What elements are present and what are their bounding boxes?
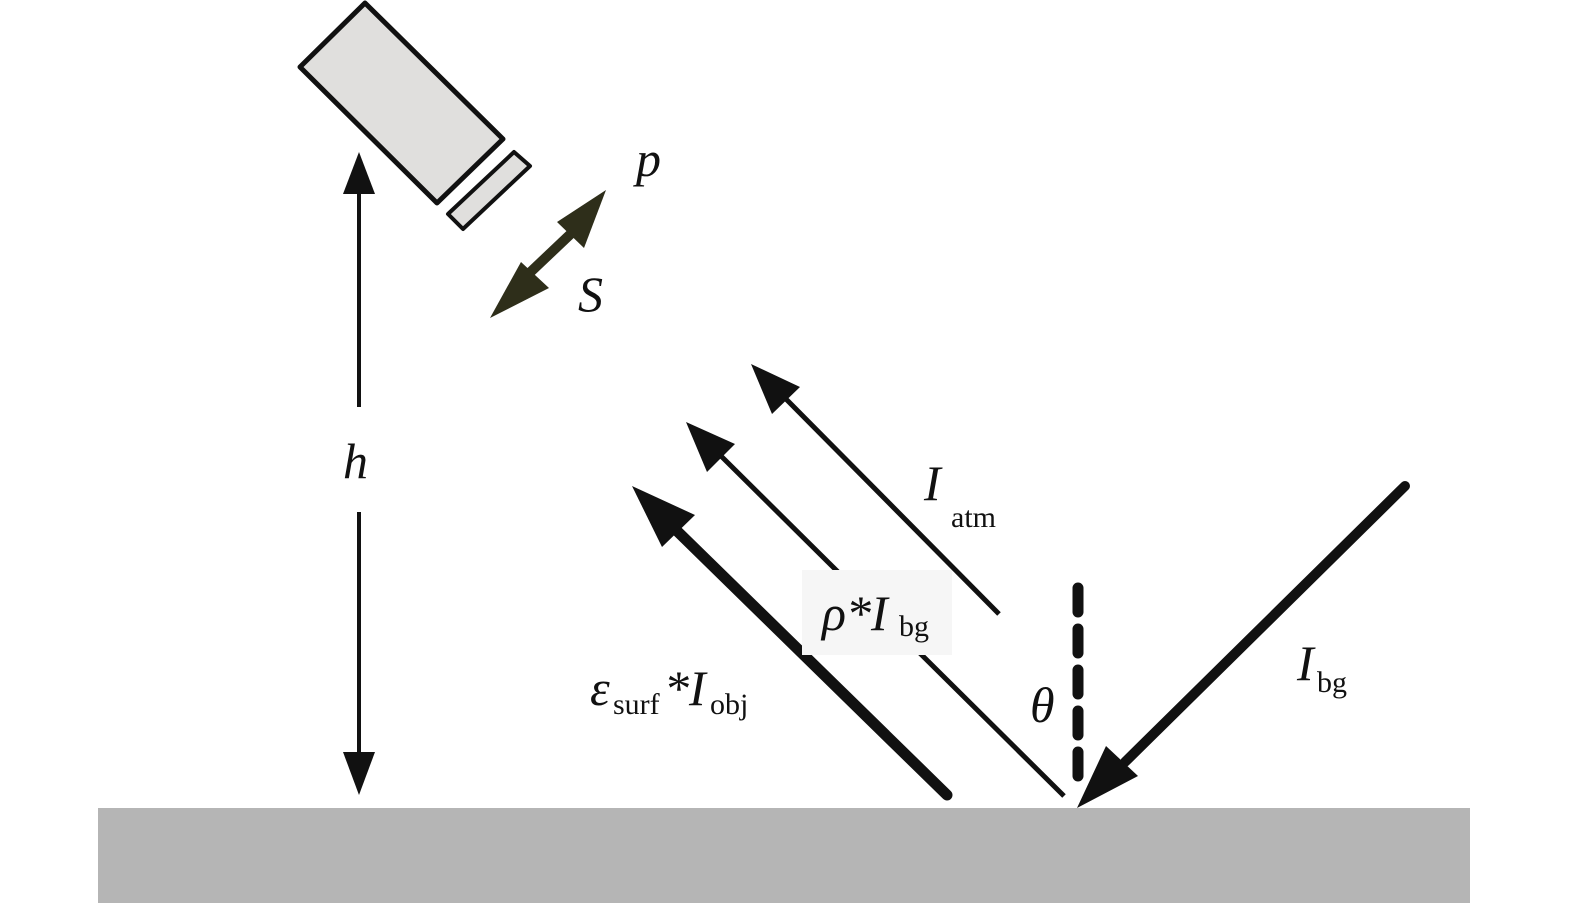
rho-label-box — [802, 570, 952, 655]
label-i-bg-sub: bg — [1317, 666, 1347, 699]
label-eps: ε — [590, 660, 610, 716]
label-theta: θ — [1030, 677, 1055, 733]
label-i-atm-sub: atm — [951, 501, 996, 534]
eps-iobj-arrow — [632, 486, 953, 801]
sensor-double-arrow — [490, 190, 606, 318]
label-h: h — [343, 433, 368, 489]
i-bg-incoming-arrow — [1077, 481, 1410, 808]
camera-icon — [297, 0, 532, 231]
label-rho-ibg-sub: bg — [899, 610, 929, 643]
label-i-bg: I — [1296, 635, 1316, 691]
label-eps-star-i: *I — [664, 660, 708, 716]
i-atm-arrow — [751, 364, 1001, 616]
label-rho-ibg: ρ*I — [820, 585, 890, 641]
ground-surface — [98, 808, 1470, 903]
label-eps-sub-surf: surf — [613, 688, 660, 721]
label-s: S — [578, 266, 603, 322]
height-arrow — [343, 152, 375, 795]
label-i-atm: I — [923, 455, 943, 511]
label-p: p — [633, 131, 661, 187]
label-eps-sub-obj: obj — [710, 688, 748, 721]
